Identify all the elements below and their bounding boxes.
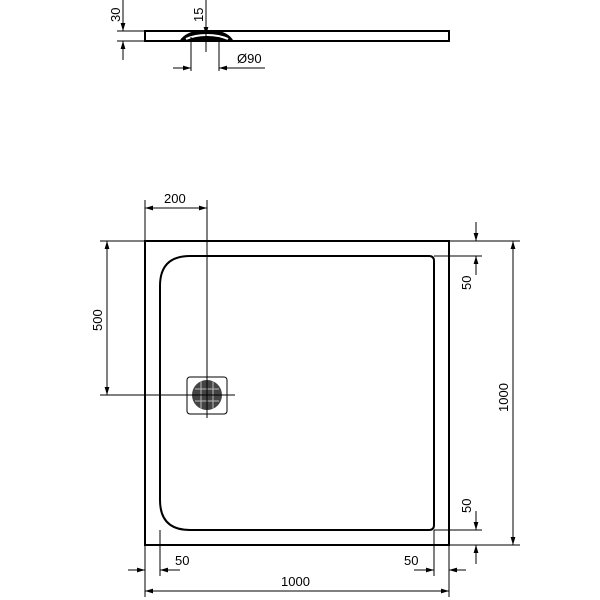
rim-bottom-label: 50: [459, 499, 474, 513]
tray-basin: [159, 255, 435, 531]
drain-depth-label: 15: [191, 8, 206, 22]
width-label: 1000: [281, 574, 310, 589]
depth-label: 1000: [496, 383, 511, 412]
plan-view: 200 500 1000 50 50 50 50 10: [90, 191, 520, 597]
drain-diameter-label: Ø90: [237, 51, 262, 66]
rim-left-label: 50: [175, 553, 189, 568]
side-view: 30 15 Ø90: [108, 0, 450, 71]
tray-outline: [144, 240, 450, 546]
drain-offset-x-label: 200: [164, 191, 186, 206]
height-label: 30: [108, 8, 123, 22]
rim-right-label: 50: [404, 553, 418, 568]
rim-top-label: 50: [459, 276, 474, 290]
drain-offset-y-label: 500: [90, 309, 105, 331]
tray-profile: [144, 30, 450, 42]
